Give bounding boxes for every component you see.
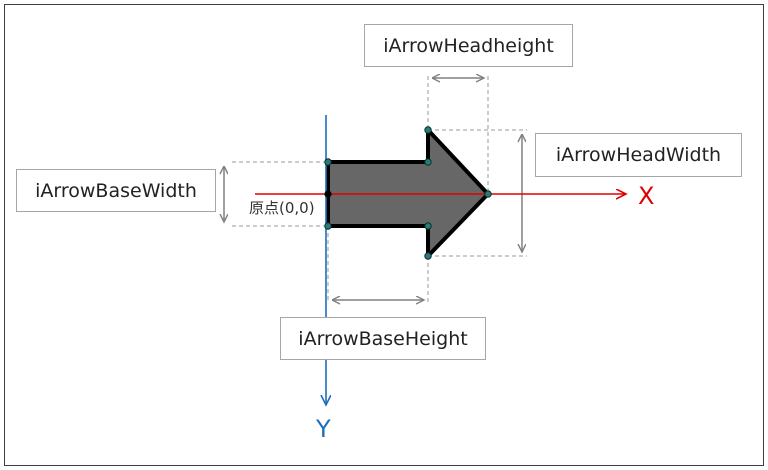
vertex-dot bbox=[484, 190, 492, 198]
diagram-frame bbox=[4, 4, 764, 466]
dimension-arrows bbox=[224, 78, 522, 300]
label-head-width: iArrowHeadWidth bbox=[535, 133, 742, 177]
vertex-dot bbox=[324, 222, 332, 230]
x-axis-label: X bbox=[638, 182, 654, 210]
guide-lines bbox=[232, 76, 527, 302]
label-base-width: iArrowBaseWidth bbox=[16, 169, 216, 212]
vertex-dot bbox=[424, 126, 432, 134]
origin-dot bbox=[324, 190, 332, 198]
label-head-height: iArrowHeadheight bbox=[364, 24, 573, 67]
vertex-dot bbox=[424, 222, 432, 230]
vertex-dot bbox=[424, 158, 432, 166]
arrow-vertices bbox=[324, 126, 492, 260]
y-axis-label: Y bbox=[315, 415, 331, 443]
label-base-height: iArrowBaseHeight bbox=[280, 317, 486, 360]
vertex-dot bbox=[324, 158, 332, 166]
vertex-dot bbox=[424, 252, 432, 260]
arrow-shape bbox=[326, 128, 490, 258]
origin-label: 原点(0,0) bbox=[249, 199, 315, 217]
